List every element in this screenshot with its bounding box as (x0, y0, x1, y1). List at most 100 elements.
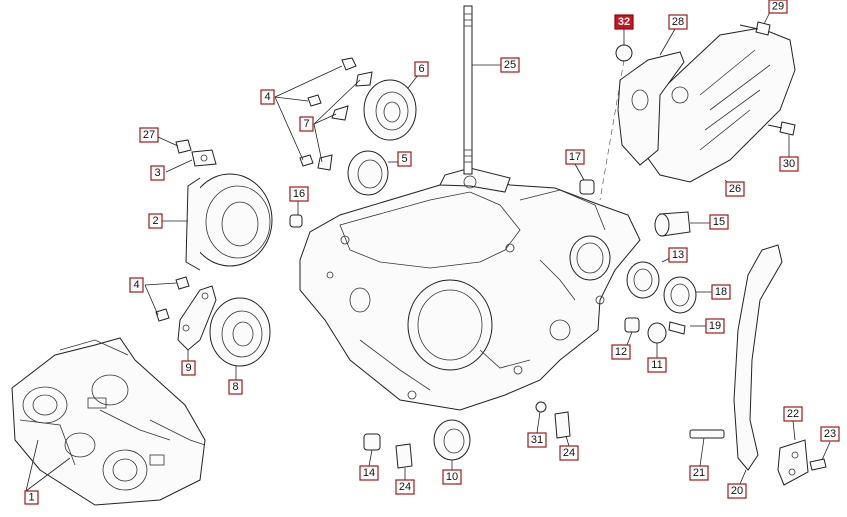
label-21-text: 21 (693, 467, 705, 479)
label-4-left-text: 4 (133, 279, 139, 291)
label-7: 7 (299, 116, 314, 132)
screw-24-left (395, 443, 413, 480)
label-18-text: 18 (715, 286, 727, 298)
label-6-text: 6 (418, 63, 424, 75)
label-14: 14 (359, 465, 379, 481)
screw-24-right (554, 411, 571, 447)
label-17: 17 (565, 149, 585, 165)
screw-19 (668, 321, 706, 335)
label-10: 10 (442, 469, 462, 485)
label-22-text: 22 (787, 408, 799, 420)
bearing-5 (347, 150, 398, 196)
stay-28 (617, 28, 685, 166)
screws-4-left (144, 276, 190, 322)
label-5-text: 5 (401, 153, 407, 165)
label-26-text: 26 (729, 183, 741, 195)
screw-30 (767, 121, 796, 157)
label-28-text: 28 (672, 16, 684, 28)
bearing-10 (433, 419, 471, 470)
label-26: 26 (725, 181, 745, 197)
label-2-text: 2 (152, 215, 158, 227)
label-18: 18 (711, 284, 731, 300)
seal-13 (626, 257, 671, 299)
label-24-left-text: 24 (399, 481, 411, 493)
label-30-text: 30 (783, 158, 795, 170)
label-7-text: 7 (303, 118, 309, 130)
label-32-highlighted: 32 (614, 14, 634, 30)
label-12-text: 12 (615, 346, 627, 358)
dowel-16 (289, 200, 303, 228)
dowel-21 (689, 429, 725, 467)
bushing-11 (647, 322, 667, 358)
screws-4-top (274, 57, 357, 167)
bushing-15 (654, 211, 710, 237)
label-8: 8 (228, 379, 243, 395)
label-17-text: 17 (569, 151, 581, 163)
label-5: 5 (397, 151, 412, 167)
label-29-text: 29 (772, 1, 784, 13)
label-31: 31 (527, 432, 547, 448)
label-12: 12 (611, 344, 631, 360)
label-28: 28 (668, 14, 688, 30)
label-3-text: 3 (154, 167, 160, 179)
label-4-top-text: 4 (264, 91, 270, 103)
label-13: 13 (668, 247, 688, 263)
label-2: 2 (148, 213, 163, 229)
label-24-left: 24 (395, 479, 415, 495)
label-8-text: 8 (232, 381, 238, 393)
screw-29 (739, 11, 771, 36)
screw-23 (809, 441, 831, 471)
seal-18 (663, 276, 712, 314)
label-10-text: 10 (446, 471, 458, 483)
label-15-text: 15 (713, 216, 725, 228)
label-6: 6 (414, 61, 429, 77)
label-29: 29 (768, 0, 788, 14)
dowel-12 (624, 317, 640, 346)
label-16-text: 16 (293, 188, 305, 200)
label-32-text: 32 (618, 16, 630, 28)
label-31-text: 31 (531, 434, 543, 446)
label-20-text: 20 (731, 485, 743, 497)
label-19: 19 (705, 318, 725, 334)
label-25: 25 (500, 57, 520, 73)
bracket-22 (777, 420, 809, 486)
plate-9 (177, 285, 217, 361)
label-23-text: 23 (824, 428, 836, 440)
clips-7 (313, 71, 373, 171)
label-9: 9 (181, 360, 196, 376)
label-21: 21 (689, 465, 709, 481)
label-14-text: 14 (363, 467, 375, 479)
label-30: 30 (779, 156, 799, 172)
clip-3 (165, 149, 217, 173)
crankcase-half (299, 167, 641, 411)
stud-25 (463, 5, 501, 175)
label-11: 11 (647, 357, 667, 373)
chain-guide-20 (733, 244, 783, 485)
dowel-17 (574, 163, 595, 195)
screw-27 (157, 136, 192, 154)
label-27-text: 27 (143, 129, 155, 141)
label-19-text: 19 (709, 320, 721, 332)
label-20: 20 (727, 483, 747, 499)
washer-31 (535, 401, 547, 434)
bearing-2 (162, 173, 273, 271)
label-9-text: 9 (185, 362, 191, 374)
bushing-14 (363, 433, 381, 467)
label-24-right: 24 (559, 445, 579, 461)
sprocket-cover-26 (639, 27, 796, 190)
label-1: 1 (24, 490, 39, 505)
label-25-text: 25 (504, 59, 516, 71)
bearing-6 (363, 74, 419, 141)
label-11-text: 11 (651, 359, 662, 371)
label-13-text: 13 (672, 249, 684, 261)
label-22: 22 (783, 406, 803, 422)
label-15: 15 (709, 214, 729, 230)
label-24-right-text: 24 (563, 447, 575, 459)
label-16: 16 (289, 186, 309, 202)
label-3: 3 (150, 165, 165, 181)
label-4-top: 4 (260, 89, 275, 105)
spacer-32 (599, 29, 633, 201)
label-23: 23 (820, 426, 840, 442)
label-27: 27 (139, 127, 159, 143)
